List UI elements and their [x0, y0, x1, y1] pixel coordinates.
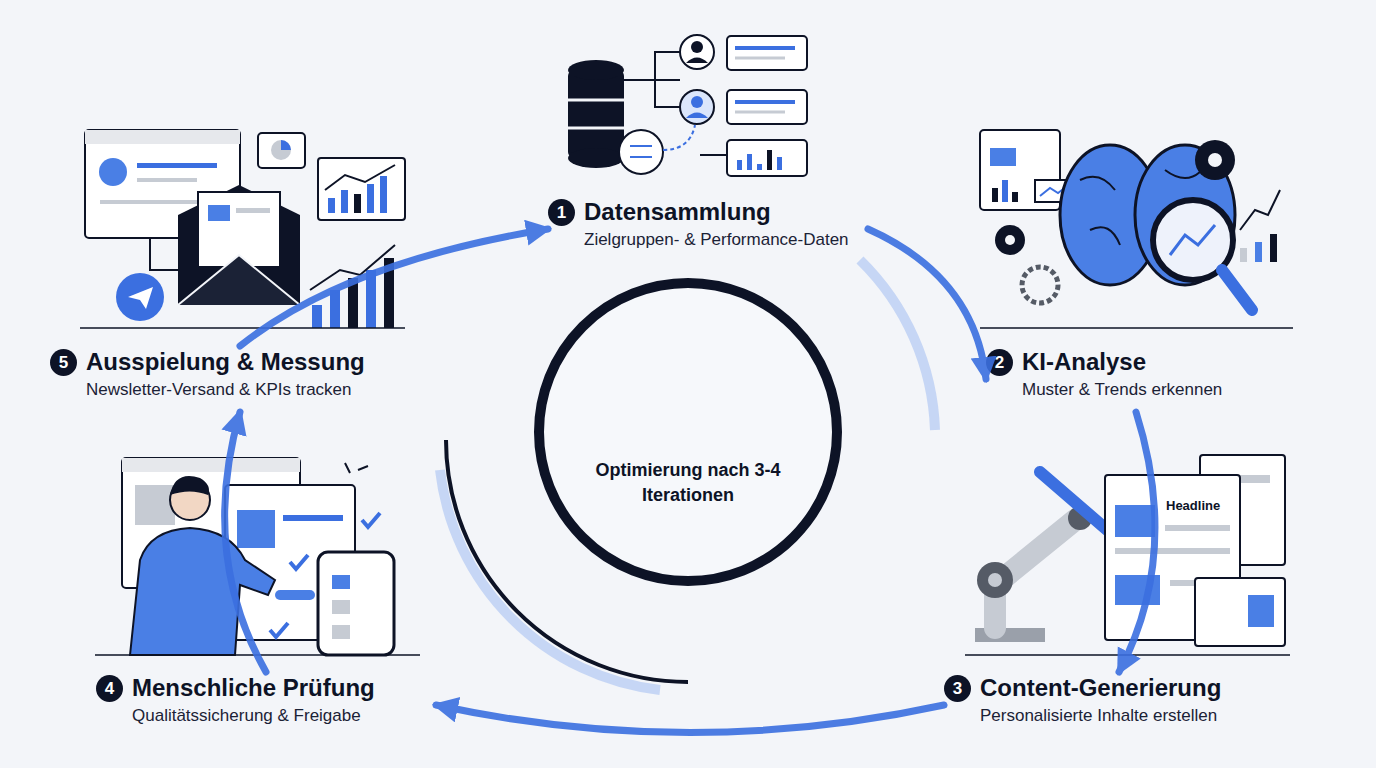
step-title: Ausspielung & Messung [86, 346, 430, 378]
step-title: Datensammlung [584, 196, 868, 228]
step-description: Personalisierte Inhalte erstellen [980, 704, 1294, 728]
process-step: 4 Menschliche PrüfungQualitätssicherung &… [96, 672, 436, 738]
gauge-circle: Optimierung nach 3-4 Iterationen [534, 278, 842, 586]
process-step: 3 Content-GenerierungPersonalisierte Inha… [944, 672, 1294, 738]
callout-number: 5 [50, 349, 77, 376]
document-headline: Headline [1166, 498, 1220, 513]
ring-band [860, 260, 935, 430]
step-description: Qualitätssicherung & Freigabe [132, 704, 436, 728]
step-title: Menschliche Prüfung [132, 672, 436, 704]
process-step: 5 Ausspielung & MessungNewsletter-Versand… [50, 346, 430, 412]
cycle-arrow [1119, 412, 1155, 672]
step-title: Content-Generierung [980, 672, 1294, 704]
cycle-arrow [868, 229, 986, 379]
cycle-arrow [225, 412, 266, 672]
cycle-arrow [436, 705, 944, 732]
newsletter-icon [85, 130, 405, 328]
brain-icon [980, 130, 1280, 310]
robot-icon [975, 455, 1285, 646]
callout-number: 4 [96, 675, 123, 702]
reviewer-icon [122, 458, 394, 655]
gauge-label: Optimierung nach 3-4 Iterationen [584, 458, 792, 508]
process-step: 1 DatensammlungZielgruppen- & Performance… [548, 196, 868, 262]
database-icon [568, 35, 807, 176]
callout-number: 1 [548, 199, 575, 226]
callout-number: 3 [944, 675, 971, 702]
step-description: Newsletter-Versand & KPIs tracken [86, 378, 430, 402]
callout-number: 2 [986, 349, 1013, 376]
step-description: Muster & Trends erkennen [1022, 378, 1286, 402]
cycle-arrow [240, 229, 548, 346]
step-description: Zielgruppen- & Performance-Daten [584, 228, 868, 252]
process-step: 2 KI-AnalyseMuster & Trends erkennen [986, 346, 1286, 412]
step-title: KI-Analyse [1022, 346, 1286, 378]
